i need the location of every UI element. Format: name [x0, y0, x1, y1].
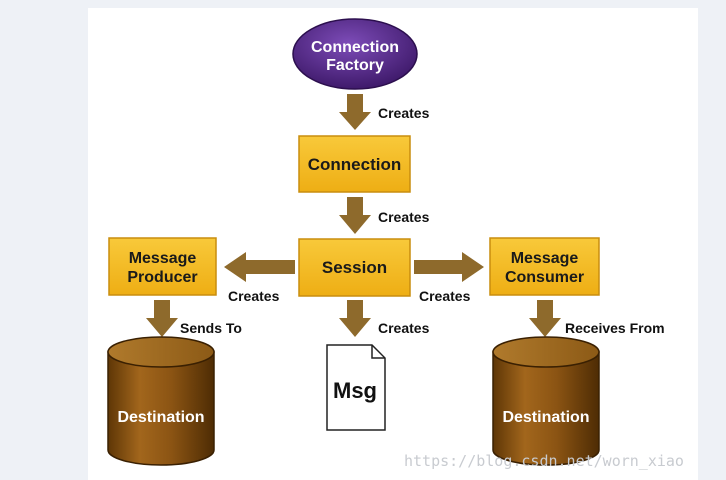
connection-label: Connection: [308, 155, 402, 174]
session-node: Session: [298, 238, 411, 297]
message-producer-line1: Message: [129, 250, 197, 267]
message-producer-node: Message Producer: [108, 237, 217, 296]
connection-node: Connection: [298, 135, 411, 193]
label-session-creates-msg: Creates: [378, 320, 430, 336]
destination-left-db: Destination: [107, 336, 215, 466]
message-consumer-line2: Consumer: [505, 269, 584, 286]
label-connection-creates: Creates: [378, 209, 430, 225]
session-label: Session: [322, 258, 387, 277]
destination-right-db: Destination: [492, 336, 600, 466]
message-consumer-line1: Message: [511, 250, 579, 267]
label-session-creates-consumer: Creates: [419, 288, 471, 304]
message-producer-line2: Producer: [127, 269, 197, 286]
arrow-session-to-msg: [339, 300, 371, 337]
arrow-connection-to-session: [339, 197, 371, 234]
label-sends-to: Sends To: [180, 320, 242, 336]
watermark: https://blog.csdn.net/worn_xiao: [404, 452, 684, 470]
connection-factory-line2: Factory: [326, 57, 384, 74]
destination-left-label: Destination: [117, 409, 204, 426]
connection-factory-node: Connection Factory: [292, 18, 418, 90]
arrow-factory-to-connection: [339, 94, 371, 130]
arrow-session-to-consumer: [414, 252, 484, 282]
destination-right-label: Destination: [502, 409, 589, 426]
arrow-consumer-destination: [529, 300, 561, 337]
connection-factory-line1: Connection: [311, 39, 399, 56]
msg-label: Msg: [333, 378, 377, 403]
label-receives-from: Receives From: [565, 320, 665, 336]
arrow-producer-to-destination: [146, 300, 178, 337]
msg-document-icon: Msg: [326, 344, 386, 431]
arrow-session-to-producer: [224, 252, 295, 282]
label-session-creates-producer: Creates: [228, 288, 280, 304]
label-factory-creates: Creates: [378, 105, 430, 121]
message-consumer-node: Message Consumer: [489, 237, 600, 296]
